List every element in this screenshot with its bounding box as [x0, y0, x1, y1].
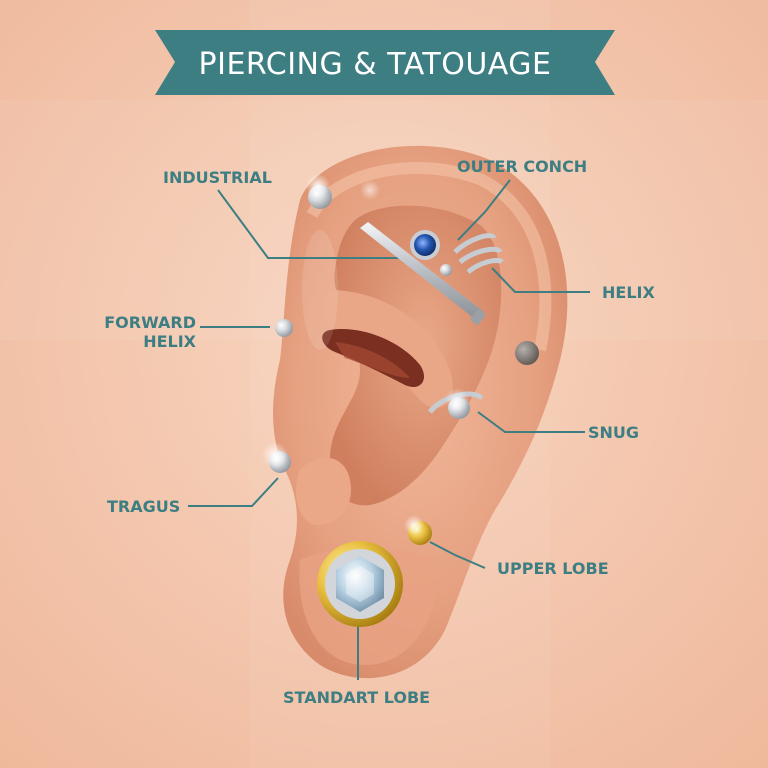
helix-ring-3	[466, 257, 504, 274]
title: PIERCING & TATOUAGE	[198, 46, 552, 82]
forward-helix-ball	[275, 319, 293, 337]
snug-leader	[477, 411, 585, 433]
upper-lobe-leader	[429, 541, 486, 569]
label-tragus: TRAGUS	[107, 497, 181, 516]
plug-gem	[336, 556, 384, 612]
industrial-ball-glow	[306, 174, 330, 198]
ear-helix-rim	[306, 161, 552, 352]
label-helix: HELIX	[602, 283, 655, 302]
industrial-leader	[217, 189, 400, 259]
label-industrial: INDUSTRIAL	[163, 168, 272, 187]
label-upper-lobe: UPPER LOBE	[497, 559, 609, 578]
leader-lines	[188, 179, 590, 680]
ear-canal-shadow	[335, 342, 410, 378]
helix-ring-1	[453, 233, 497, 254]
title-banner	[155, 30, 615, 95]
ear-highlight	[302, 230, 338, 350]
upper-lobe-glow	[404, 515, 424, 535]
helix-ring-2	[458, 246, 503, 265]
helix-rings	[453, 233, 504, 274]
standart-lobe-plug	[317, 541, 403, 627]
tragus-leader	[188, 477, 279, 507]
industrial-bar-end	[470, 309, 486, 325]
label-forward-helix: FORWARD HELIX	[96, 313, 196, 351]
rim-glow	[360, 180, 380, 200]
rim-dark-ball	[515, 341, 539, 365]
helix-leader	[491, 267, 590, 293]
label-standart-lobe: STANDART LOBE	[283, 688, 431, 707]
label-snug: SNUG	[588, 423, 640, 442]
tragus-glow	[262, 442, 288, 468]
outer-conch-leader	[457, 179, 511, 241]
plug-gem-facet	[346, 566, 374, 602]
label-outer-conch: OUTER CONCH	[457, 157, 588, 176]
industrial-piercing	[360, 222, 486, 325]
snug-glow	[445, 388, 469, 412]
outer-conch-small-ball	[440, 264, 452, 276]
ear-tragus	[296, 457, 351, 525]
outer-conch-gem	[414, 234, 436, 256]
industrial-bar	[360, 222, 484, 320]
label-forward-helix-line1: FORWARD	[104, 313, 196, 332]
label-forward-helix-line2: HELIX	[143, 332, 196, 351]
